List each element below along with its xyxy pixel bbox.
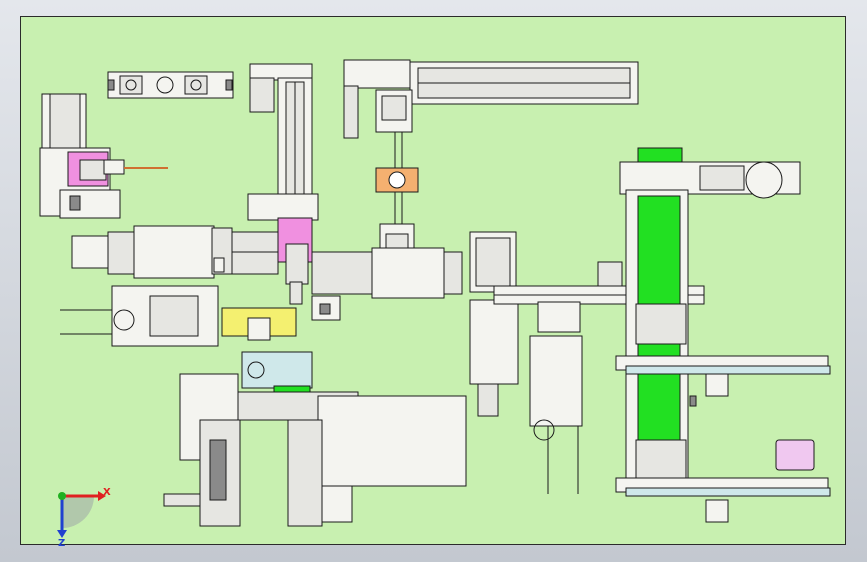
right-middle-gantry	[469, 231, 705, 494]
center-horizontal-rail	[311, 247, 463, 321]
left-mechanism	[60, 285, 297, 347]
z-axis-label: Z	[58, 538, 65, 549]
right-conveyor	[615, 147, 831, 523]
center-shaft	[375, 132, 419, 265]
x-axis-label: X	[103, 487, 111, 498]
top-fixture-plate	[107, 71, 234, 99]
center-gantry	[247, 63, 319, 305]
left-horizontal-rail	[71, 225, 279, 279]
left-press-unit	[39, 93, 168, 219]
lower-gantry	[163, 351, 467, 527]
coordinate-triad: X Z	[57, 487, 111, 549]
top-right-rail	[343, 59, 639, 139]
